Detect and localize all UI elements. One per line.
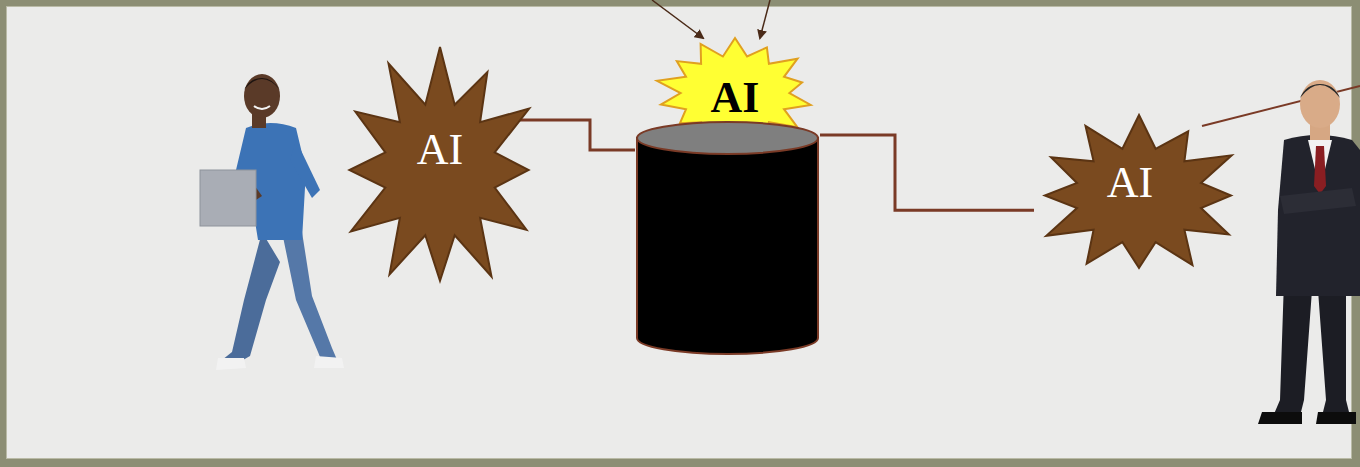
node-label: AI	[417, 126, 463, 174]
brown-burst: AI	[335, 45, 545, 295]
node-label: AI	[1107, 159, 1153, 207]
pointer-arrow	[652, 0, 703, 38]
cylinder-top	[637, 122, 818, 154]
connector-line	[499, 120, 635, 150]
brown-burst: AI	[1030, 113, 1248, 278]
connector-line	[820, 135, 1034, 210]
pointer-arrow	[760, 0, 770, 38]
burst-shape	[349, 47, 529, 281]
businessman-figure	[1258, 80, 1360, 424]
student-figure	[200, 74, 344, 370]
burst-shape	[1045, 115, 1232, 268]
database-burst: AI	[635, 38, 820, 356]
database-cylinder	[637, 138, 818, 354]
node-label: AI	[711, 74, 760, 122]
